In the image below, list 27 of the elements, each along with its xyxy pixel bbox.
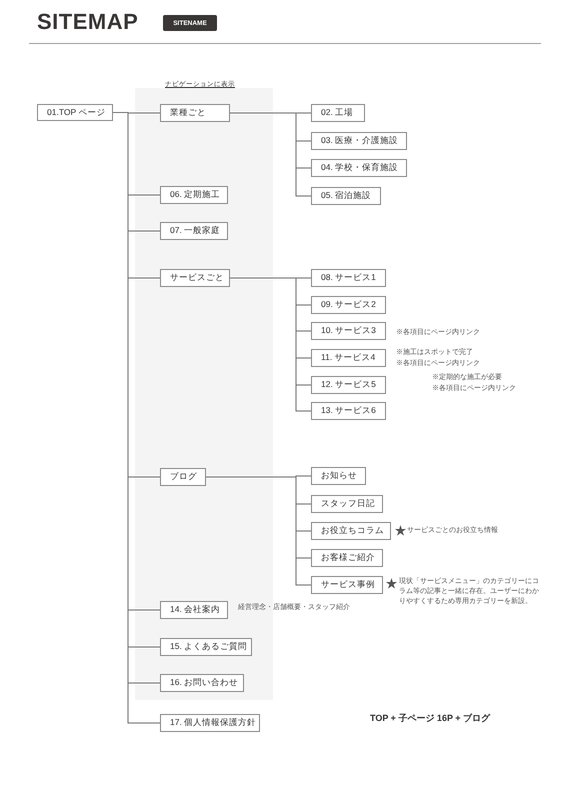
summary-text: TOP + 子ページ 16P + ブログ <box>370 712 490 725</box>
page-box: 02. 工場 <box>311 104 365 122</box>
page-box: 08. サービス1 <box>311 269 386 287</box>
page-box: サービスごと <box>160 269 230 287</box>
page-box: お客様ご紹介 <box>311 549 383 567</box>
page-box: 14. 会社案内 <box>160 601 228 619</box>
page-box: 11. サービス4 <box>311 349 386 367</box>
page-box: 07. 一般家庭 <box>160 222 228 240</box>
page-box: 17. 個人情報保護方針 <box>160 714 260 732</box>
page-box: 05. 宿泊施設 <box>311 187 381 205</box>
page-box: 04. 学校・保育施設 <box>311 159 407 177</box>
page-box: 03. 医療・介護施設 <box>311 132 407 150</box>
page-box: スタッフ日記 <box>311 495 383 513</box>
page-box: 業種ごと <box>160 104 230 122</box>
page-box: 06. 定期施工 <box>160 186 228 204</box>
page-box: サービス事例 <box>311 576 383 594</box>
page-box: ブログ <box>160 468 206 486</box>
page-box: 13. サービス6 <box>311 402 386 420</box>
page-title: SITEMAP <box>37 9 138 35</box>
page-box: 16. お問い合わせ <box>160 674 244 692</box>
page-box: 12. サービス5 <box>311 376 386 394</box>
page-box: お知らせ <box>311 467 366 485</box>
page-box: 01.TOP ページ <box>37 104 113 121</box>
page-box: 09. サービス2 <box>311 296 386 314</box>
page-box: お役立ちコラム <box>311 522 391 540</box>
page-box: 15. よくあるご質問 <box>160 638 252 656</box>
page-box: 10. サービス3 <box>311 322 386 340</box>
